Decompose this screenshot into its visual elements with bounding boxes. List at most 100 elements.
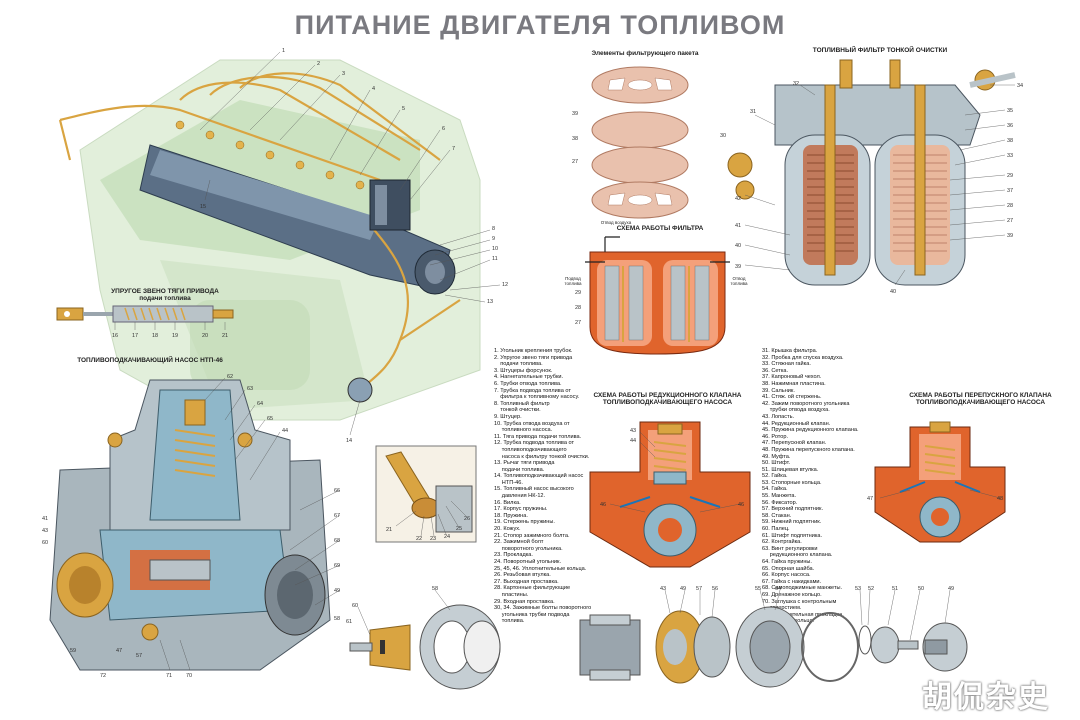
pump-callout: 57: [136, 653, 142, 659]
legend-item: 66. Корпус насоса.: [762, 572, 811, 579]
pump-callout: 69: [334, 563, 340, 569]
legend-item: 36. Сетка.: [762, 367, 789, 374]
fuel-in-label: Подвод топлива: [564, 276, 582, 287]
plate-callout: 39: [572, 111, 578, 117]
legend-item: 10. Трубка отвода воздуха от: [494, 420, 570, 427]
legend-item: 56. Фиксатор.: [762, 499, 798, 506]
pump-callout: 44: [282, 428, 288, 434]
legend-item: 26. Резьбовая втулка.: [494, 572, 551, 579]
legend-item: 1. Угольник крепления трубок.: [494, 348, 573, 354]
legend-item: 67. Гайка с накидками.: [762, 578, 822, 585]
valve-callout: 48: [997, 496, 1003, 502]
legend-item: подачи топлива.: [494, 466, 545, 473]
legend-item: подачи топлива.: [494, 361, 543, 368]
engine-callout: 6: [442, 126, 445, 132]
legend-item: 57. Верхний подпятник.: [762, 506, 824, 513]
filter-callout: 34: [1017, 83, 1023, 89]
legend-item: 16. Вилка.: [494, 499, 521, 506]
filter-scheme-caption: СХЕМА РАБОТЫ ФИЛЬТРА: [616, 225, 704, 232]
legend-item: поворотного угольника.: [494, 545, 563, 552]
legend-item: 20. Кожух.: [494, 526, 521, 533]
filter-callout: 42: [735, 196, 741, 202]
legend-item: 44. Редукционный клапан.: [762, 420, 831, 427]
link-callout: 19: [172, 333, 178, 339]
legend-item: 30, 34. Зажимные болты поворотного: [494, 605, 592, 612]
filter-callout: 39: [1007, 233, 1013, 239]
pump-callout: 41: [42, 516, 48, 522]
legend-item: фильтра к топливному насосу.: [494, 394, 580, 401]
pump-callout: 59: [70, 648, 76, 654]
joint-callout: 25: [456, 526, 462, 532]
legend-item: 12. Трубка подвода топлива от: [494, 440, 575, 447]
joint-callout: 22: [416, 536, 422, 542]
joint-callout: 21: [386, 527, 392, 533]
pump-callout: 43: [42, 528, 48, 534]
legend-item: 25, 45, 46. Уплотнительные кольца.: [494, 565, 587, 572]
link-callout: 17: [132, 333, 138, 339]
filter-callout: 32: [793, 81, 799, 87]
watermark: 胡侃杂史: [922, 681, 1050, 714]
filter-callout: 35: [1007, 108, 1013, 114]
filter-callout: 27: [1007, 218, 1013, 224]
pump-callout: 64: [257, 401, 263, 407]
filter-callout: 37: [1007, 188, 1013, 194]
legend-item: 61. Штифт подпятника.: [762, 532, 823, 539]
valve-callout: 44: [630, 438, 636, 444]
legend-item: 15. Топливный насос высокого: [494, 486, 574, 493]
legend-item: 7. Трубка подвода топлива от: [494, 387, 571, 394]
filter-plates-diagram: 39 38 27: [572, 66, 689, 219]
legend-item: насоса к фильтру тонкой очистки.: [494, 453, 590, 460]
bottom-callout: 52: [868, 586, 874, 592]
valve-callout: 46: [600, 502, 606, 508]
fuel-out-label: Отвод топлива: [730, 276, 748, 287]
plate-callout: 38: [572, 136, 578, 142]
legend-item: 60. Палец.: [762, 526, 790, 533]
legend-item: угольника трубки подвода: [494, 611, 570, 618]
legend-item: 62. Контргайка.: [762, 539, 802, 546]
legend-item: 6. Трубки отвода топлива.: [494, 380, 562, 387]
engine-callout: 9: [492, 236, 495, 242]
engine-callout: 15: [200, 204, 206, 210]
legend-item: трубки отвода воздуха.: [762, 407, 830, 414]
legend-item: 43. Лопасть.: [762, 413, 795, 420]
filter-callout: 30: [720, 133, 726, 139]
engine-callout: 8: [492, 226, 495, 232]
pump-callout: 62: [227, 374, 233, 380]
filter-callout: 39: [735, 264, 741, 270]
legend-item: 33. Стяжная гайка.: [762, 361, 811, 368]
reducing-valve-caption: СХЕМА РАБОТЫ РЕДУКЦИОННОГО КЛАПАНА ТОПЛИ…: [593, 392, 742, 407]
legend-item: 52. Гайка.: [762, 473, 788, 480]
legend-item: 18. Пружина.: [494, 512, 528, 519]
legend-item: 58. Стакан.: [762, 512, 792, 519]
legend-item: 27. Выходная проставка.: [494, 578, 559, 585]
pump-callout: 58: [334, 616, 340, 622]
legend-item: 41. Стяж. ой стержень.: [762, 394, 822, 401]
legend-item: топливного насоса.: [494, 427, 553, 434]
scheme-callout: 29: [575, 290, 581, 296]
legend-item: 19. Стержень пружины.: [494, 519, 555, 526]
bottom-callout: 43: [660, 586, 666, 592]
filter-callout: 31: [750, 109, 756, 115]
valve-callout: 43: [630, 428, 636, 434]
legend-item: 49. Муфта.: [762, 453, 791, 460]
bottom-callout: 49: [948, 586, 954, 592]
link-callout: 20: [202, 333, 208, 339]
pump-callout: 70: [186, 673, 192, 679]
legend-item: 39. Сальник.: [762, 387, 795, 394]
legend-item: 23. Прокладка.: [494, 552, 533, 559]
filter-callout: 36: [1007, 123, 1013, 129]
engine-callout: 2: [317, 61, 320, 67]
legend-item: 28. Картонные фильтрующие: [494, 585, 571, 592]
legend-item: НТП-46.: [494, 479, 523, 486]
legend-item: 3. Штуцеры форсунок.: [494, 367, 553, 374]
plate-callout: 27: [572, 159, 578, 165]
legend-item: 47. Перепускной клапан.: [762, 440, 827, 447]
engine-callout: 4: [372, 86, 375, 92]
legend-item: 13. Рычаг тяги привода: [494, 460, 555, 467]
pump-callout: 72: [100, 673, 106, 679]
legend-item: 68. Самоподжимные манжеты.: [762, 585, 843, 592]
pump-callout: 71: [166, 673, 172, 679]
filter-callout: 40: [890, 289, 896, 295]
legend-item: 42. Зажим поворотного угольника: [762, 400, 850, 407]
pump-callout: 65: [267, 416, 273, 422]
